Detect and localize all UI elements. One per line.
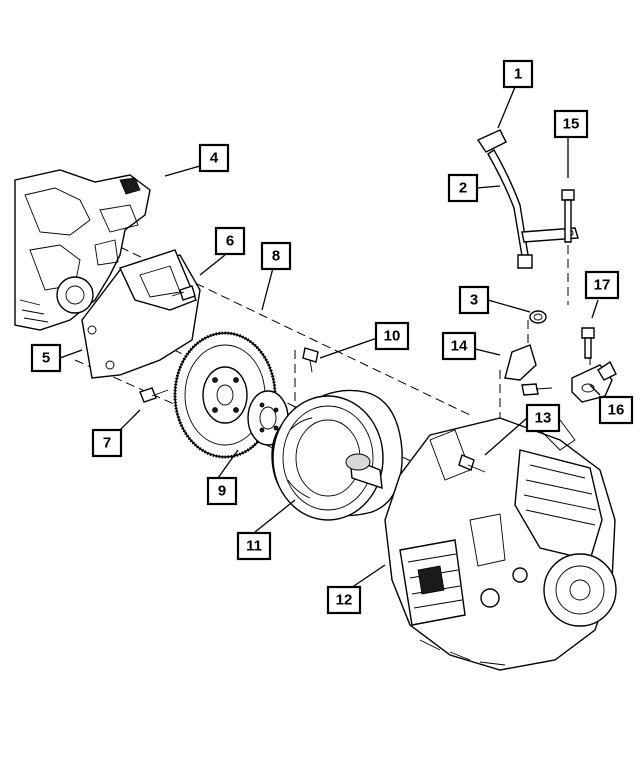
callout-6: 6 bbox=[214, 226, 246, 256]
callout-label: 9 bbox=[218, 483, 226, 500]
callout-1: 1 bbox=[502, 59, 534, 89]
callout-label: 4 bbox=[210, 150, 219, 167]
callout-label: 14 bbox=[451, 338, 468, 355]
dipstick-tube bbox=[476, 129, 579, 269]
callout-label: 8 bbox=[272, 248, 280, 265]
bracket bbox=[504, 344, 553, 396]
callout-label: 6 bbox=[226, 233, 234, 250]
callout-label: 13 bbox=[535, 410, 552, 427]
callout-8: 8 bbox=[260, 241, 292, 271]
callout-15: 15 bbox=[553, 109, 589, 139]
callout-3: 3 bbox=[458, 285, 490, 315]
callout-label: 10 bbox=[384, 328, 401, 345]
callout-7: 7 bbox=[91, 428, 123, 458]
callout-12: 12 bbox=[326, 585, 362, 615]
callout-label: 15 bbox=[563, 116, 580, 133]
o-ring bbox=[529, 310, 547, 324]
engine-block bbox=[14, 169, 151, 331]
callout-label: 11 bbox=[246, 538, 262, 555]
callout-label: 3 bbox=[470, 292, 478, 309]
callout-label: 1 bbox=[514, 66, 522, 83]
converter-bolt bbox=[302, 347, 319, 373]
plate-bolt bbox=[171, 285, 196, 301]
callout-label: 7 bbox=[103, 435, 111, 452]
callout-16: 16 bbox=[598, 395, 634, 425]
callout-2: 2 bbox=[447, 173, 479, 203]
flexplate-bolt bbox=[139, 387, 169, 403]
mount-bracket bbox=[571, 360, 617, 403]
transaxle bbox=[384, 417, 617, 671]
callout-5: 5 bbox=[30, 343, 62, 373]
callout-label: 2 bbox=[459, 180, 467, 197]
callout-label: 17 bbox=[594, 277, 611, 294]
callout-14: 14 bbox=[441, 331, 477, 361]
callout-label: 12 bbox=[336, 592, 353, 609]
mount-bolt bbox=[581, 327, 595, 359]
callout-17: 17 bbox=[584, 270, 620, 300]
callout-label: 5 bbox=[42, 350, 50, 367]
inspection-plate bbox=[119, 249, 197, 311]
torque-converter bbox=[271, 389, 403, 521]
callout-11: 11 bbox=[236, 531, 272, 561]
callout-10: 10 bbox=[374, 321, 410, 351]
callout-13: 13 bbox=[525, 403, 561, 433]
tube-bolt bbox=[561, 189, 575, 243]
transaxle-bolt bbox=[458, 454, 486, 473]
callout-label: 16 bbox=[608, 402, 625, 419]
callout-4: 4 bbox=[198, 143, 230, 173]
callout-9: 9 bbox=[206, 476, 238, 506]
